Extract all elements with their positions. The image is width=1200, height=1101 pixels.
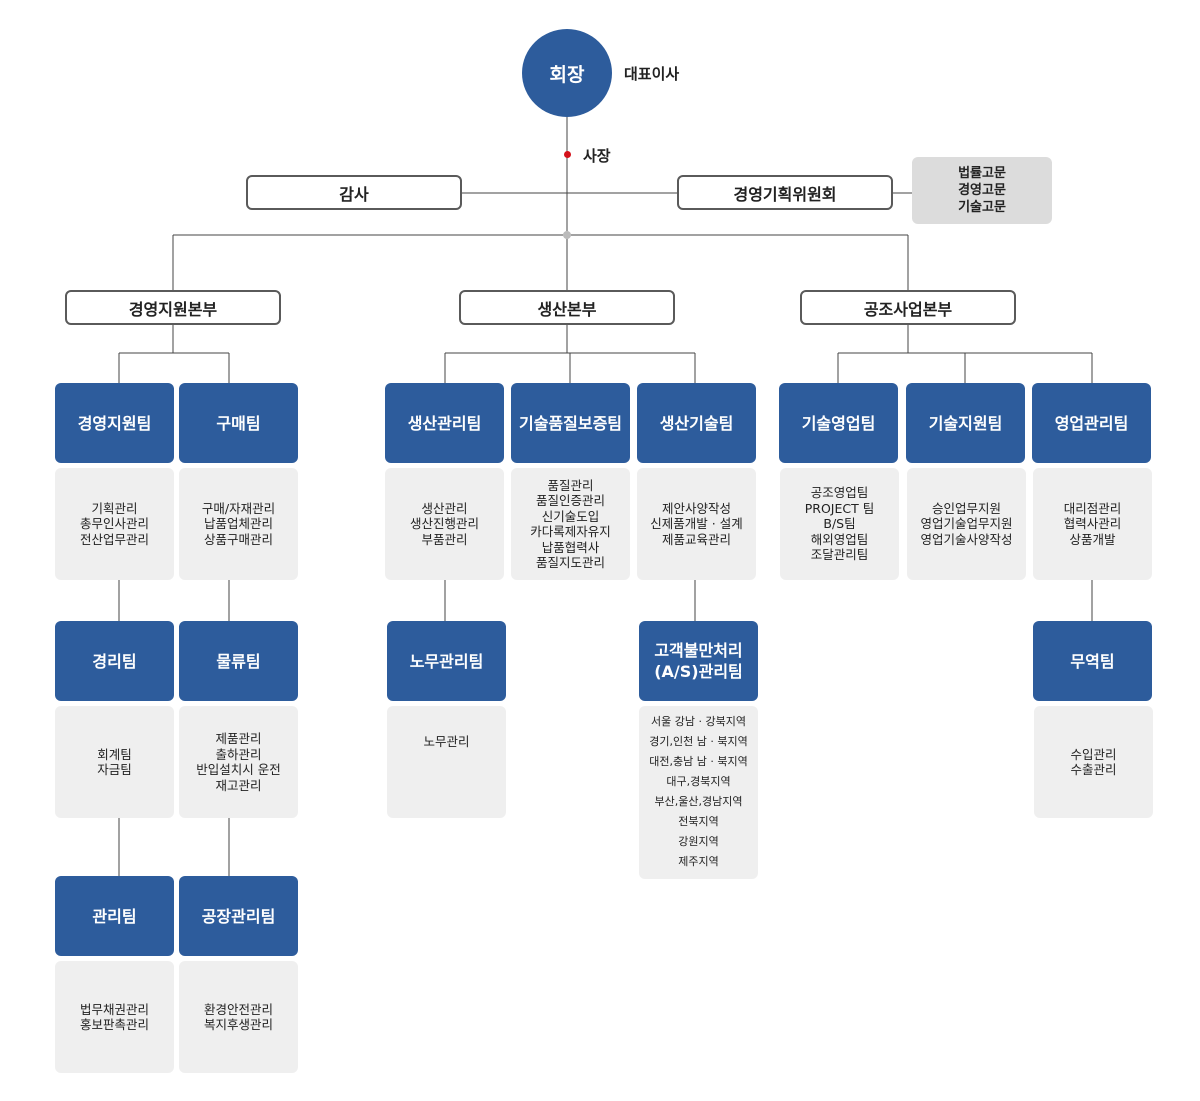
division-production: 생산본부: [459, 290, 675, 325]
team-factory-management: 공장관리팀: [179, 876, 298, 956]
duties-production-management: 생산관리 생산진행관리 부품관리: [385, 468, 504, 580]
duties-trade: 수입관리 수출관리: [1034, 706, 1153, 818]
team-trade: 무역팀: [1033, 621, 1152, 701]
division-management-support: 경영지원본부: [65, 290, 281, 325]
team-production-technology: 생산기술팀: [637, 383, 756, 463]
duties-technical-support: 승인업무지원 영업기술업무지원 영업기술사양작성: [907, 468, 1026, 580]
duties-logistics: 제품관리 출하관리 반입설치시 운전 재고관리: [179, 706, 298, 818]
duties-quality-assurance: 품질관리 품질인증관리 신기술도입 카다록제자유지 납품협력사 품질지도관리: [511, 468, 630, 580]
team-accounting: 경리팀: [55, 621, 174, 701]
team-customer-service: 고객불만처리 (A/S)관리팀: [639, 621, 758, 701]
team-sales-management: 영업관리팀: [1032, 383, 1151, 463]
duties-management-support: 기획관리 총무인사관리 전산업무관리: [55, 468, 174, 580]
duties-labor-management: 노무관리: [387, 706, 506, 818]
duties-customer-service: 서울 강남 · 강북지역 경기,인천 남 · 북지역 대전,충남 남 · 북지역…: [639, 706, 758, 879]
advisor-legal: 법률고문: [958, 166, 1006, 181]
advisors-box: 법률고문 경영고문 기술고문: [912, 157, 1052, 224]
duties-production-technology: 제안사양작성 신제품개발 · 설계 제품교육관리: [637, 468, 756, 580]
advisor-management: 경영고문: [958, 183, 1006, 198]
team-technical-sales: 기술영업팀: [779, 383, 898, 463]
team-purchasing: 구매팀: [179, 383, 298, 463]
team-management-support: 경영지원팀: [55, 383, 174, 463]
team-administration: 관리팀: [55, 876, 174, 956]
duties-accounting: 회계팀 자금팀: [55, 706, 174, 818]
president-marker: [564, 151, 571, 158]
duties-factory-management: 환경안전관리 복지후생관리: [179, 961, 298, 1073]
team-production-management: 생산관리팀: [385, 383, 504, 463]
audit-box: 감사: [246, 175, 462, 210]
advisor-technical: 기술고문: [958, 200, 1006, 215]
team-technical-support: 기술지원팀: [906, 383, 1025, 463]
team-logistics: 물류팀: [179, 621, 298, 701]
duties-sales-management: 대리점관리 협력사관리 상품개발: [1033, 468, 1152, 580]
ceo-subtitle: 대표이사: [624, 65, 680, 83]
ceo-node: 회장: [522, 29, 612, 117]
ceo-title: 회장: [549, 63, 585, 86]
team-quality-assurance: 기술품질보증팀: [511, 383, 630, 463]
duties-purchasing: 구매/자재관리 납품업체관리 상품구매관리: [179, 468, 298, 580]
president-label: 사장: [583, 147, 611, 165]
duties-technical-sales: 공조영업팀 PROJECT 팀 B/S팀 해외영업팀 조달관리팀: [780, 468, 899, 580]
duties-administration: 법무채권관리 홍보판촉관리: [55, 961, 174, 1073]
division-hvac-business: 공조사업본부: [800, 290, 1016, 325]
committee-box: 경영기획위원회: [677, 175, 893, 210]
team-labor-management: 노무관리팀: [387, 621, 506, 701]
